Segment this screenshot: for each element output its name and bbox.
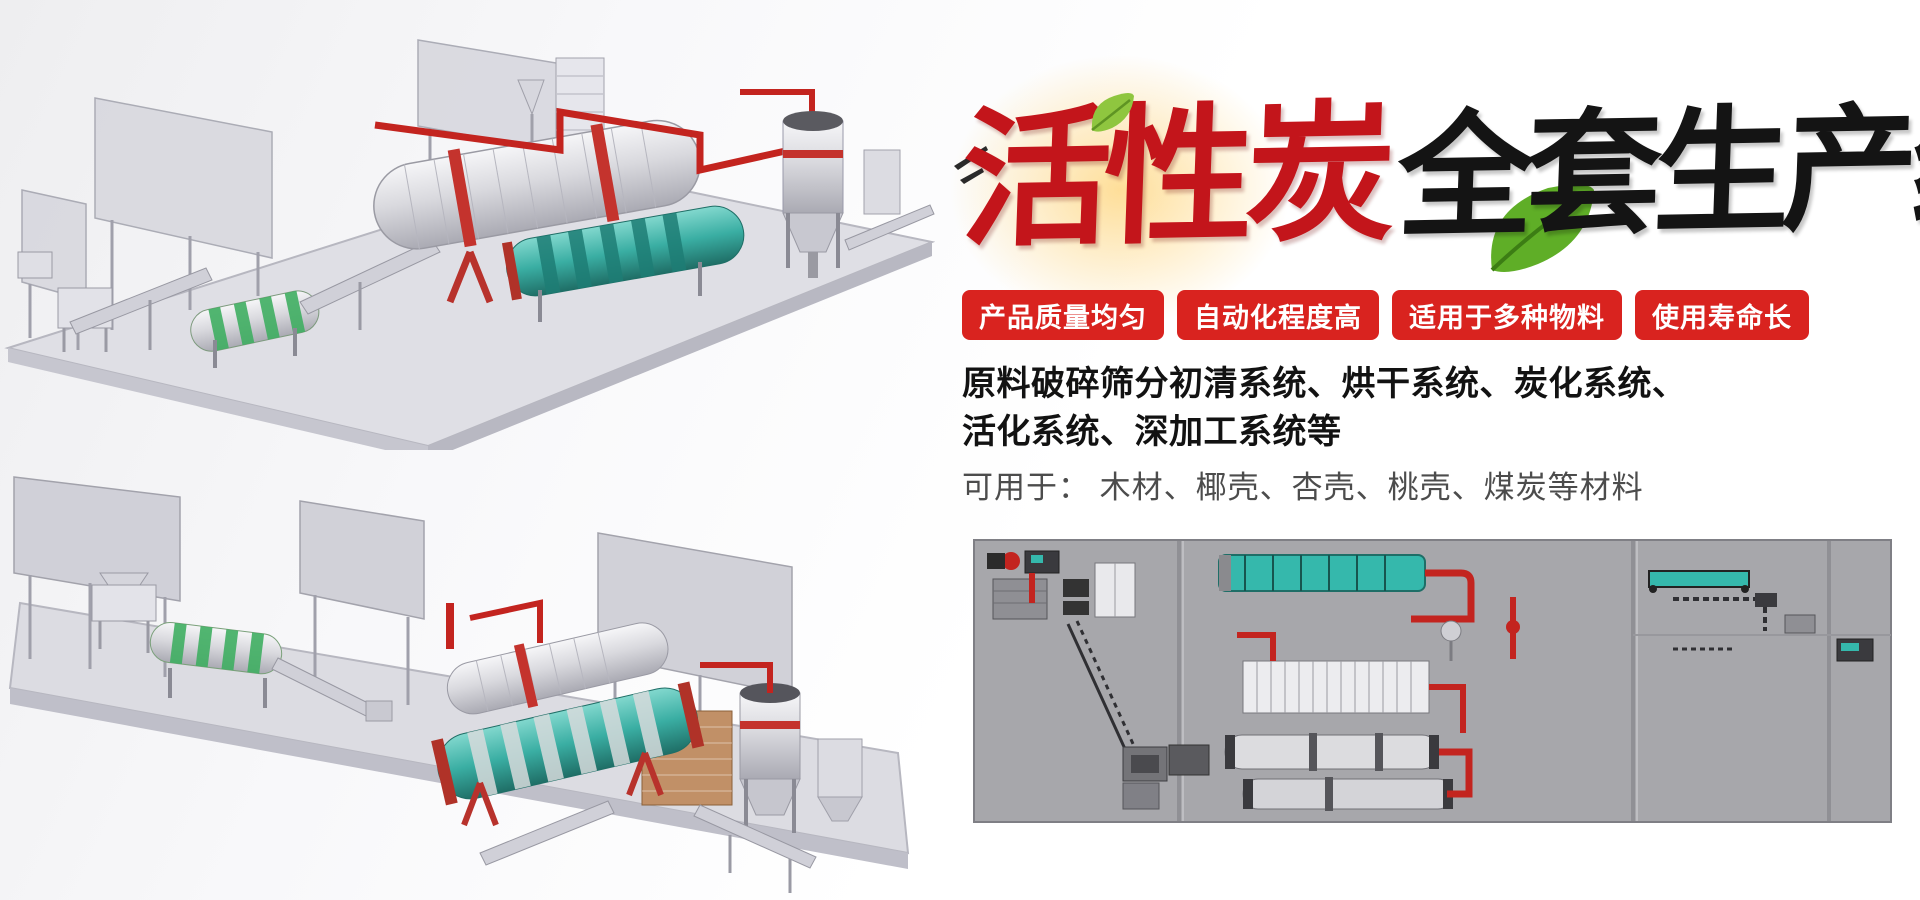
badge-quality: 产品质量均匀 <box>962 290 1164 340</box>
systems-description: 原料破碎筛分初清系统、烘干系统、炭化系统、 活化系统、深加工系统等 <box>962 360 1687 457</box>
leaf-icon <box>1490 184 1594 272</box>
materials-description: 可用于： 木材、椰壳、杏壳、桃壳、煤炭等材料 <box>962 470 1644 505</box>
badge-materials: 适用于多种物料 <box>1392 290 1622 340</box>
systems-line-1: 原料破碎筛分初清系统、烘干系统、炭化系统、 <box>962 365 1687 403</box>
render-bottom-image <box>0 453 935 900</box>
production-line-3d-top <box>4 39 936 460</box>
title-red-text: 活性炭 <box>958 88 1391 265</box>
title-black-text: 全套生产线 <box>1395 90 1920 254</box>
small-leaf-icon <box>1091 93 1134 132</box>
schematic-image <box>973 539 1892 823</box>
production-line-3d-bottom <box>8 476 910 893</box>
feature-badges: 产品质量均匀 自动化程度高 适用于多种物料 使用寿命长 <box>962 290 1809 340</box>
render-top-image <box>0 0 936 460</box>
production-line-schematic <box>973 539 1892 823</box>
badge-lifespan: 使用寿命长 <box>1635 290 1809 340</box>
badge-automation: 自动化程度高 <box>1177 290 1379 340</box>
speed-lines-icon <box>954 146 988 184</box>
systems-line-2: 活化系统、深加工系统等 <box>962 413 1342 452</box>
